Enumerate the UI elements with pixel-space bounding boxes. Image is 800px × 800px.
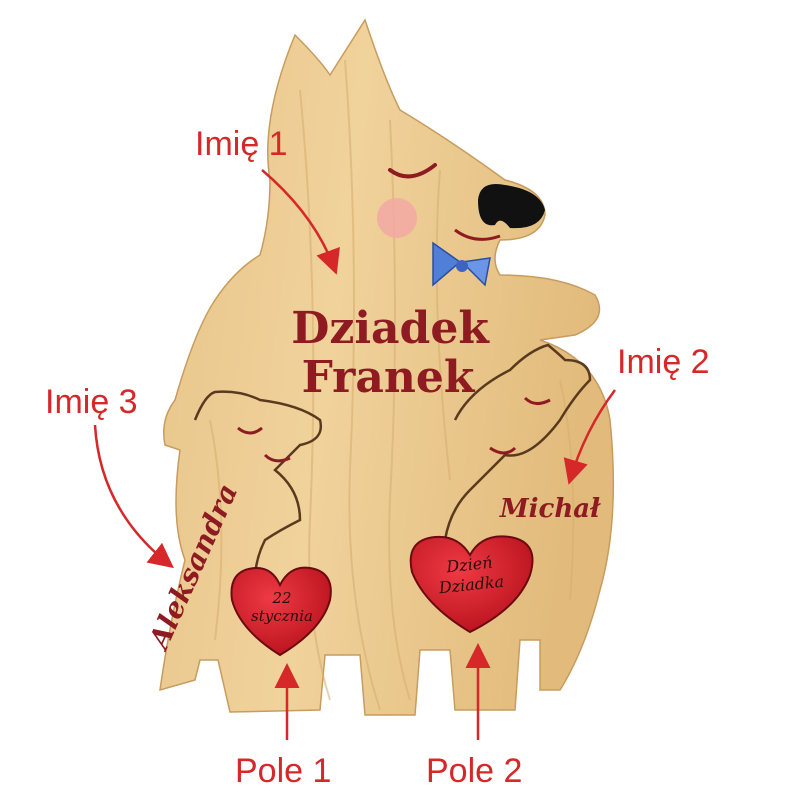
main-name-line2: Franek [302, 352, 476, 403]
callout-name2: Imię 2 [617, 343, 710, 381]
arrow-name1 [261, 169, 340, 275]
left-bear-mouth [263, 453, 291, 463]
big-bear-mouth [454, 228, 501, 241]
bowtie-icon [432, 241, 491, 287]
callout-name1: Imię 1 [195, 125, 288, 163]
heart-left: 22 stycznia [230, 566, 332, 657]
callout-name3: Imię 3 [45, 383, 138, 421]
cheek-blush [377, 198, 417, 238]
wood-grain [209, 59, 575, 711]
heart-left-line1: 22 [271, 589, 291, 607]
arrow-name2 [563, 389, 617, 485]
right-bear-outline [443, 343, 592, 541]
heart-left-line2: stycznia [251, 607, 313, 625]
callout-field2: Pole 2 [426, 752, 522, 790]
right-bear-name: Michał [499, 494, 601, 524]
right-bear-eye [523, 396, 551, 405]
big-bear-eye [388, 163, 437, 179]
left-bear-outline [193, 390, 323, 581]
main-name-line1: Dziadek [291, 303, 490, 354]
callout-field1: Pole 1 [235, 752, 331, 790]
arrow-name3 [93, 424, 174, 569]
big-bear-nose-icon [478, 184, 545, 229]
callout-arrows [93, 169, 617, 740]
left-bear-eye [237, 426, 263, 435]
heart-right-line1: Dzień [444, 553, 493, 577]
right-bear-mouth [489, 446, 517, 455]
heart-right: Dzień Dziadka [409, 535, 534, 634]
